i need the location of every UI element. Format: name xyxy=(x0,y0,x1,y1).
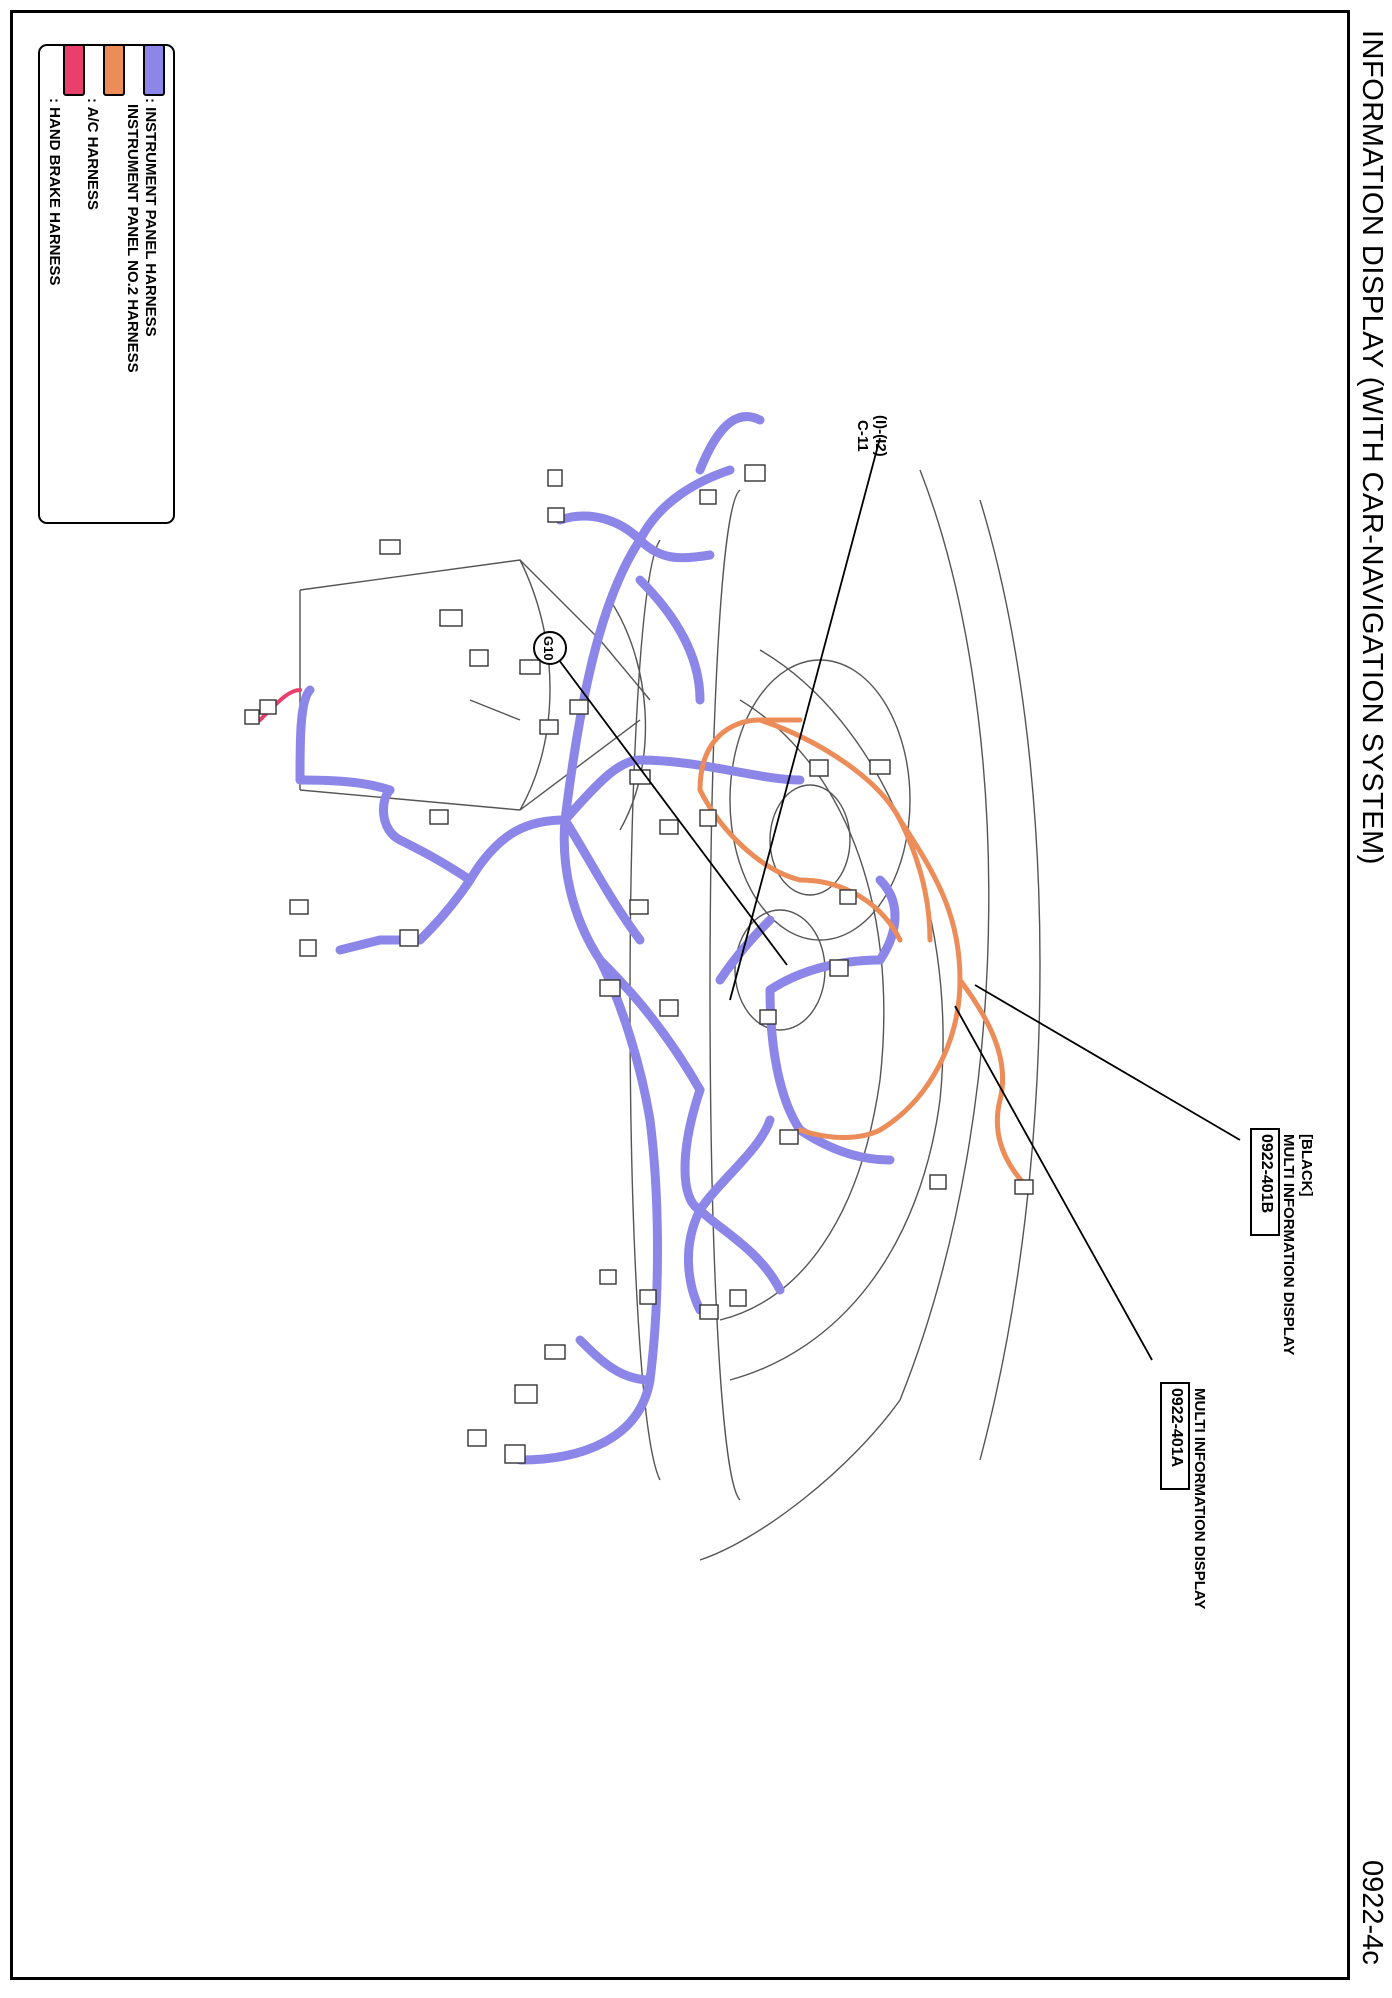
display-b-note: [BLACK] xyxy=(1298,1134,1315,1197)
display-b-code-box xyxy=(1250,1128,1280,1236)
legend-swatch-ac xyxy=(103,44,125,96)
legend-swatch-hand-brake xyxy=(63,44,85,96)
display-b-code: 0922-401B xyxy=(1258,1134,1275,1214)
legend xyxy=(38,44,175,524)
leader-lines xyxy=(549,437,1241,1361)
ground-label: G10 xyxy=(541,636,556,661)
connector-ref-line2: C-11 xyxy=(854,420,871,452)
display-a-code-box xyxy=(1160,1382,1190,1490)
page-frame xyxy=(10,10,1350,1980)
connector-ref-line1: (I)-(I2) xyxy=(872,415,889,457)
display-a-code: 0922-401A xyxy=(1168,1388,1185,1468)
display-a-name: MULTI INFORMATION DISPLAY xyxy=(1191,1388,1208,1610)
ac-harness xyxy=(697,717,1033,1193)
legend-swatch-instrument-panel xyxy=(143,44,165,96)
ground-marker-circle xyxy=(533,631,567,665)
connectors xyxy=(244,464,1034,1464)
display-b-name: MULTI INFORMATION DISPLAY xyxy=(1280,1134,1297,1356)
